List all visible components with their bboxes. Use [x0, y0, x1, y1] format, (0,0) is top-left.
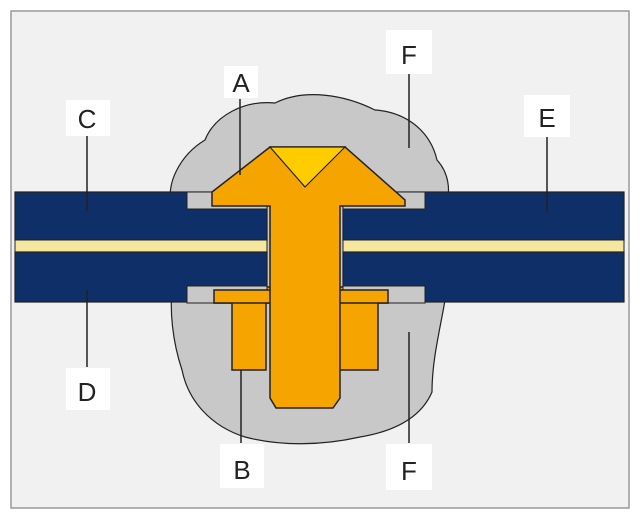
label-e-box — [524, 95, 570, 137]
insert-head-recess — [268, 146, 347, 188]
label-c-text: C — [78, 104, 97, 134]
label-b-box — [220, 444, 264, 488]
leader-lines — [86, 73, 548, 443]
label-f-bottom: F — [386, 444, 432, 490]
panel-left-core-stripe — [14, 239, 268, 253]
label-d: D — [66, 368, 110, 410]
label-b-text: B — [233, 455, 250, 485]
label-f-top-box — [386, 30, 432, 74]
label-a-box — [224, 66, 258, 98]
label-f-top-text: F — [401, 40, 417, 70]
label-f-top: F — [386, 30, 432, 74]
panel-right-core-stripe — [342, 239, 625, 253]
label-a: A — [224, 66, 258, 98]
label-e: E — [524, 95, 570, 137]
label-a-text: A — [232, 68, 250, 98]
label-c: C — [66, 100, 110, 136]
label-d-box — [66, 368, 110, 410]
label-b: B — [220, 444, 264, 488]
label-f-bottom-box — [386, 444, 432, 490]
label-e-text: E — [538, 103, 555, 133]
label-c-box — [66, 100, 110, 136]
label-d-text: D — [78, 377, 97, 407]
insert-head-and-shaft — [211, 146, 406, 409]
label-f-bottom-text: F — [401, 456, 417, 486]
